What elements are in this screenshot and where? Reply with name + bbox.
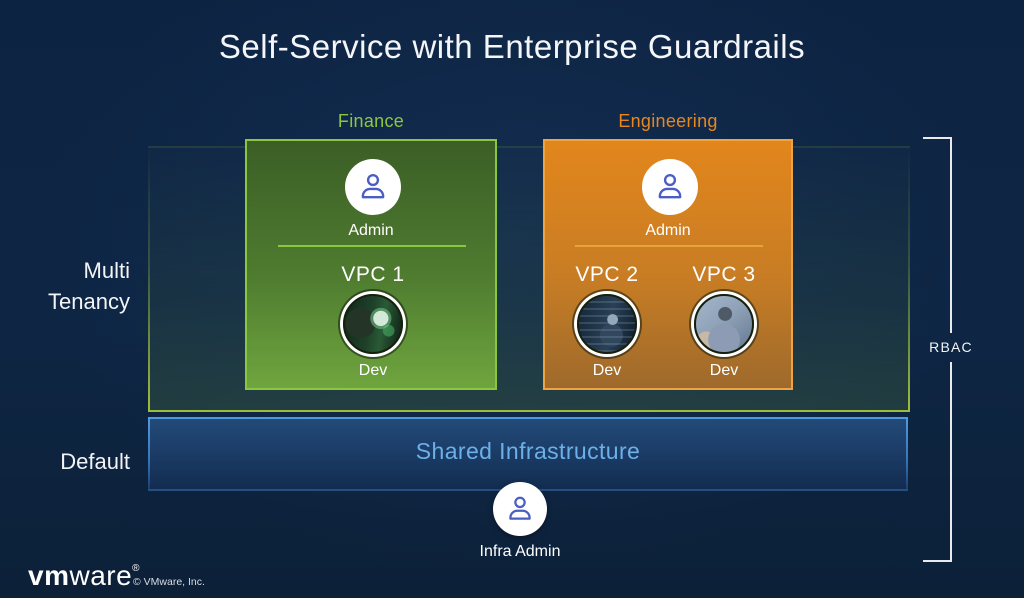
multi-tenancy-row-label: Multi Tenancy <box>48 258 130 314</box>
shared-infrastructure-label: Shared Infrastructure <box>415 438 641 464</box>
dev-photo-3 <box>694 294 754 354</box>
infra-admin-avatar <box>493 482 547 536</box>
vpc2-label: VPC 2 <box>575 263 639 286</box>
registered-trademark-icon: ® <box>132 563 141 574</box>
finance-divider <box>278 245 466 247</box>
finance-tenant-label: Finance <box>337 111 405 131</box>
finance-tenant-box: Admin VPC 1 Dev <box>245 139 497 390</box>
finance-admin-label: Admin <box>348 222 394 239</box>
shared-infrastructure-box: Shared Infrastructure <box>148 417 908 491</box>
rbac-bracket-upper-line <box>950 137 952 333</box>
person-icon <box>509 496 531 520</box>
rbac-bracket-top-arm <box>923 137 952 139</box>
copyright-text: © VMware, Inc. <box>133 576 205 588</box>
dev-photo-2 <box>577 294 637 354</box>
page-title: Self-Service with Enterprise Guardrails <box>218 28 806 65</box>
dev-photo-1 <box>343 294 403 354</box>
engineering-tenant-box: Admin VPC 2 VPC 3 Dev Dev <box>543 139 793 390</box>
engineering-tenant-label: Engineering <box>618 111 718 131</box>
rbac-label: RBAC <box>929 339 973 355</box>
default-row-label: Default <box>60 449 130 474</box>
rbac-bracket-bottom-arm <box>923 560 952 562</box>
person-icon <box>361 173 385 199</box>
infra-admin-label: Infra Admin <box>479 543 561 560</box>
vmware-logo-vm: vm <box>28 560 70 591</box>
vpc2-dev-label: Dev <box>592 362 622 379</box>
vpc3-dev-label: Dev <box>709 362 739 379</box>
vpc1-dev-label: Dev <box>358 362 388 379</box>
engineering-admin-label: Admin <box>645 222 691 239</box>
finance-admin-avatar <box>345 159 401 215</box>
vpc1-label: VPC 1 <box>341 263 405 286</box>
vmware-logo: vmware® <box>28 560 140 592</box>
person-icon <box>658 173 682 199</box>
engineering-divider <box>575 245 763 247</box>
engineering-admin-avatar <box>642 159 698 215</box>
vpc3-label: VPC 3 <box>692 263 756 286</box>
rbac-bracket-lower-line <box>950 362 952 560</box>
vmware-logo-ware: ware <box>69 560 133 591</box>
